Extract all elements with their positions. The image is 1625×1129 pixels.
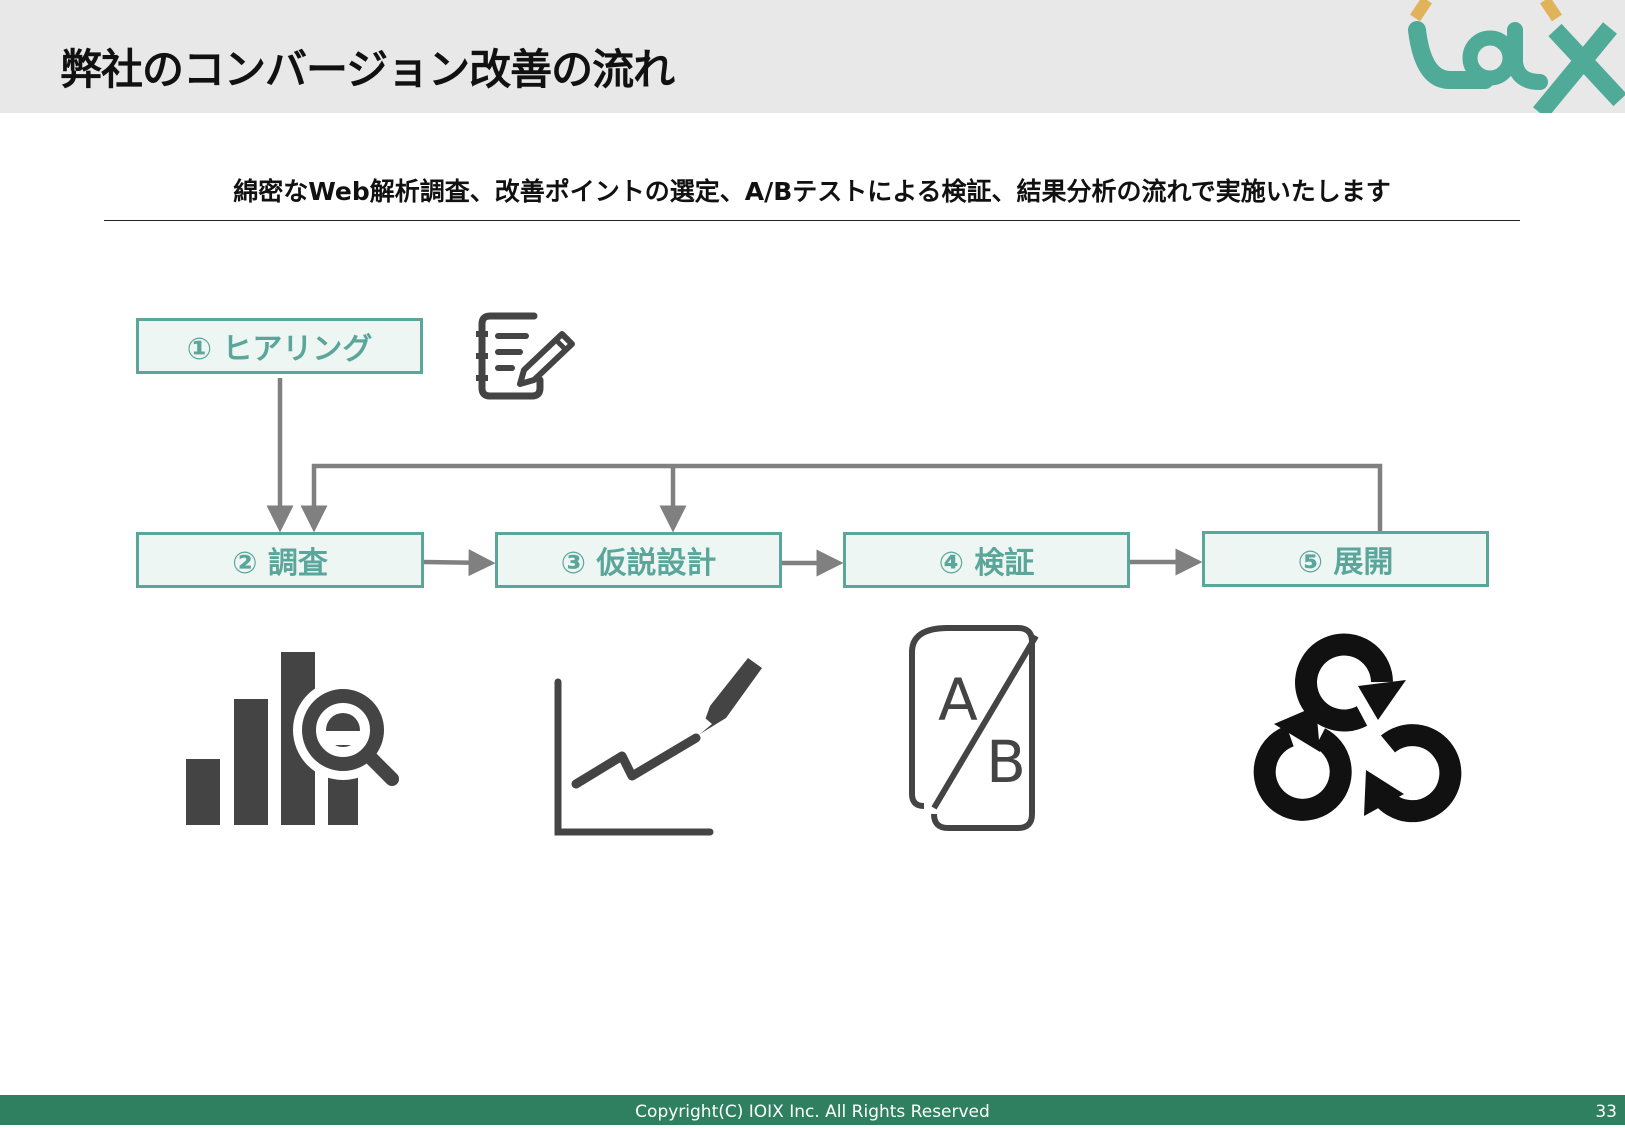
ab-test-phone-icon: A B — [909, 625, 1039, 831]
cycle-arrows-icon — [1253, 633, 1462, 823]
header-band: 弊社のコンバージョン改善の流れ — [0, 0, 1625, 113]
step-research-label: ② 調査 — [232, 546, 328, 581]
line-chart-pencil-icon — [554, 658, 762, 836]
step-verify-label: ④ 検証 — [938, 546, 1035, 581]
notepad-pencil-icon — [476, 312, 575, 400]
bar-chart-search-icon — [186, 652, 399, 825]
step-hypothesis-label: ③ 仮説設計 — [560, 546, 717, 581]
step-hearing: ① ヒアリング — [136, 318, 423, 374]
page-number: 33 — [1595, 1102, 1617, 1122]
page-title: 弊社のコンバージョン改善の流れ — [60, 45, 675, 94]
arrow-research-to-hypothesis — [423, 549, 496, 577]
subtitle-divider — [104, 220, 1520, 221]
subtitle: 綿密なWeb解析調査、改善ポイントの選定、A/Bテストによる検証、結果分析の流れ… — [233, 177, 1391, 206]
step-research: ② 調査 — [136, 532, 424, 588]
copyright-text: Copyright(C) IOIX Inc. All Rights Reserv… — [635, 1102, 990, 1122]
ioix-logo — [1408, 0, 1625, 113]
step-hypothesis: ③ 仮説設計 — [495, 532, 782, 588]
step-verify: ④ 検証 — [843, 532, 1130, 588]
step-expand-label: ⑤ 展開 — [1297, 545, 1394, 580]
step-hearing-label: ① ヒアリング — [186, 332, 373, 367]
ab-letter-b: B — [986, 728, 1026, 796]
ab-letter-a: A — [938, 666, 978, 734]
step-expand: ⑤ 展開 — [1202, 531, 1489, 587]
feedback-loop-line — [300, 463, 1383, 533]
footer-bar: Copyright(C) IOIX Inc. All Rights Reserv… — [0, 1095, 1625, 1125]
